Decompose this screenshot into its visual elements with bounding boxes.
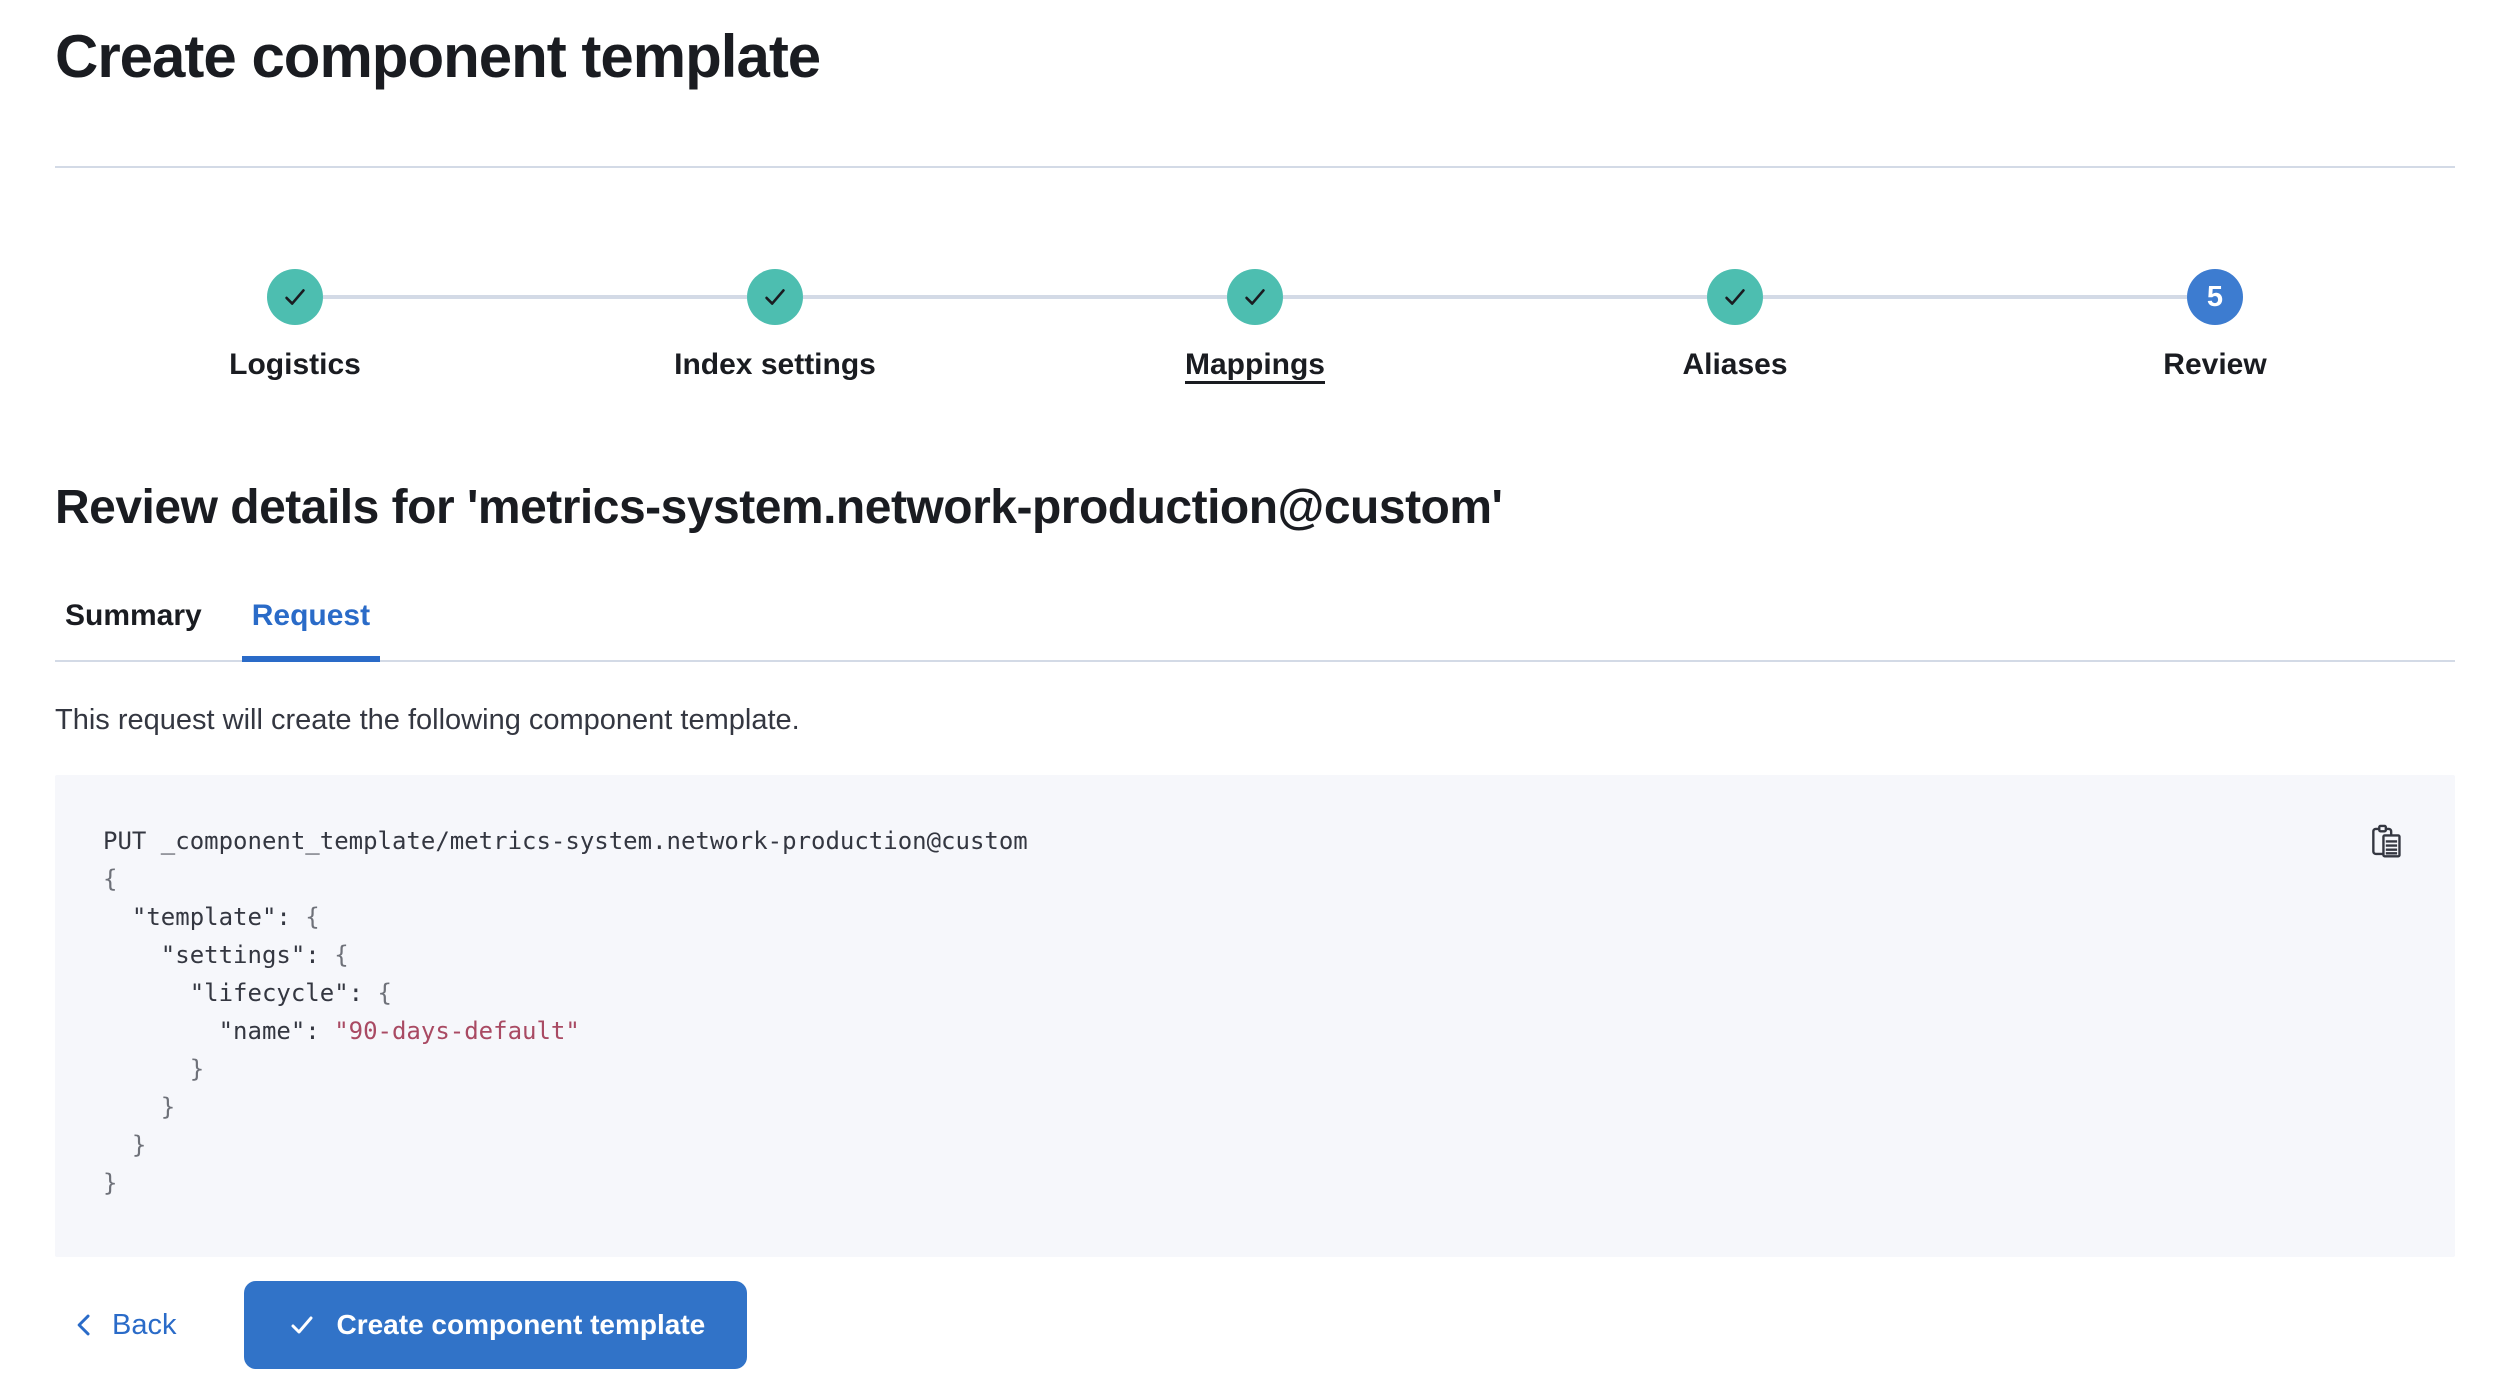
stepper-step-mappings[interactable]: Mappings bbox=[1015, 269, 1495, 384]
stepper-connector bbox=[1975, 295, 2187, 299]
code-segment-plain: PUT _component_template/metrics-system.n… bbox=[103, 827, 1028, 855]
footer-actions: Back Create component template bbox=[55, 1281, 748, 1369]
check-icon bbox=[280, 282, 310, 312]
back-button[interactable]: Back bbox=[55, 1309, 190, 1342]
stepper-label: Review bbox=[2163, 348, 2267, 381]
stepper-label: Mappings bbox=[1185, 348, 1325, 381]
copy-clipboard-icon bbox=[2368, 823, 2406, 864]
step-complete-circle[interactable] bbox=[267, 269, 323, 325]
stepper-label: Aliases bbox=[1682, 348, 1788, 381]
code-segment-punct: } bbox=[103, 1169, 118, 1197]
step-complete-circle[interactable] bbox=[747, 269, 803, 325]
check-icon bbox=[1720, 282, 1750, 312]
tab-request[interactable]: Request bbox=[241, 598, 381, 662]
code-segment-punct: { bbox=[377, 979, 392, 1007]
stepper-step-logistics[interactable]: Logistics bbox=[55, 269, 535, 384]
code-segment-string: "90-days-default" bbox=[334, 1017, 580, 1045]
step-current-circle[interactable]: 5 bbox=[2187, 269, 2243, 325]
code-segment-punct: { bbox=[103, 865, 118, 893]
stepper-label: Logistics bbox=[229, 348, 361, 381]
code-segment-punct: } bbox=[103, 1055, 205, 1083]
check-icon bbox=[286, 1309, 318, 1341]
stepper-step-aliases[interactable]: Aliases bbox=[1495, 269, 1975, 384]
code-segment-plain: "lifecycle": bbox=[103, 979, 378, 1007]
request-code-block: PUT _component_template/metrics-system.n… bbox=[55, 775, 2455, 1257]
tab-summary[interactable]: Summary bbox=[65, 599, 202, 632]
step-complete-circle[interactable] bbox=[1227, 269, 1283, 325]
stepper-connector bbox=[323, 295, 535, 299]
stepper-connector bbox=[803, 295, 1015, 299]
step-number: 5 bbox=[2206, 280, 2224, 313]
request-description: This request will create the following c… bbox=[55, 704, 800, 736]
request-code: PUT _component_template/metrics-system.n… bbox=[55, 775, 2455, 1202]
copy-clipboard-button[interactable] bbox=[2367, 823, 2407, 863]
check-icon bbox=[1240, 282, 1270, 312]
chevron-left-icon bbox=[71, 1312, 97, 1338]
stepper-label: Index settings bbox=[674, 348, 876, 381]
stepper-connector bbox=[1763, 295, 1975, 299]
code-segment-plain: "settings": bbox=[103, 941, 335, 969]
stepper-step-index-settings[interactable]: Index settings bbox=[535, 269, 1015, 384]
code-segment-punct: { bbox=[305, 903, 320, 931]
check-icon bbox=[760, 282, 790, 312]
stepper-connector bbox=[1495, 295, 1707, 299]
code-segment-punct: } bbox=[103, 1093, 176, 1121]
review-heading: Review details for 'metrics-system.netwo… bbox=[55, 481, 1503, 534]
create-button-label: Create component template bbox=[336, 1309, 706, 1340]
tab-bar: Summary Request bbox=[55, 598, 2455, 662]
stepper-connector bbox=[1283, 295, 1495, 299]
stepper-connector bbox=[535, 295, 747, 299]
stepper-connector bbox=[1015, 295, 1227, 299]
code-segment-punct: { bbox=[334, 941, 349, 969]
page-title: Create component template bbox=[55, 23, 821, 90]
create-component-template-button[interactable]: Create component template bbox=[244, 1281, 748, 1369]
code-segment-plain: "name": bbox=[103, 1017, 335, 1045]
back-button-label: Back bbox=[112, 1308, 177, 1341]
code-segment-plain: "template": bbox=[103, 903, 306, 931]
code-segment-punct: } bbox=[103, 1131, 147, 1159]
step-complete-circle[interactable] bbox=[1707, 269, 1763, 325]
title-divider bbox=[55, 166, 2455, 168]
